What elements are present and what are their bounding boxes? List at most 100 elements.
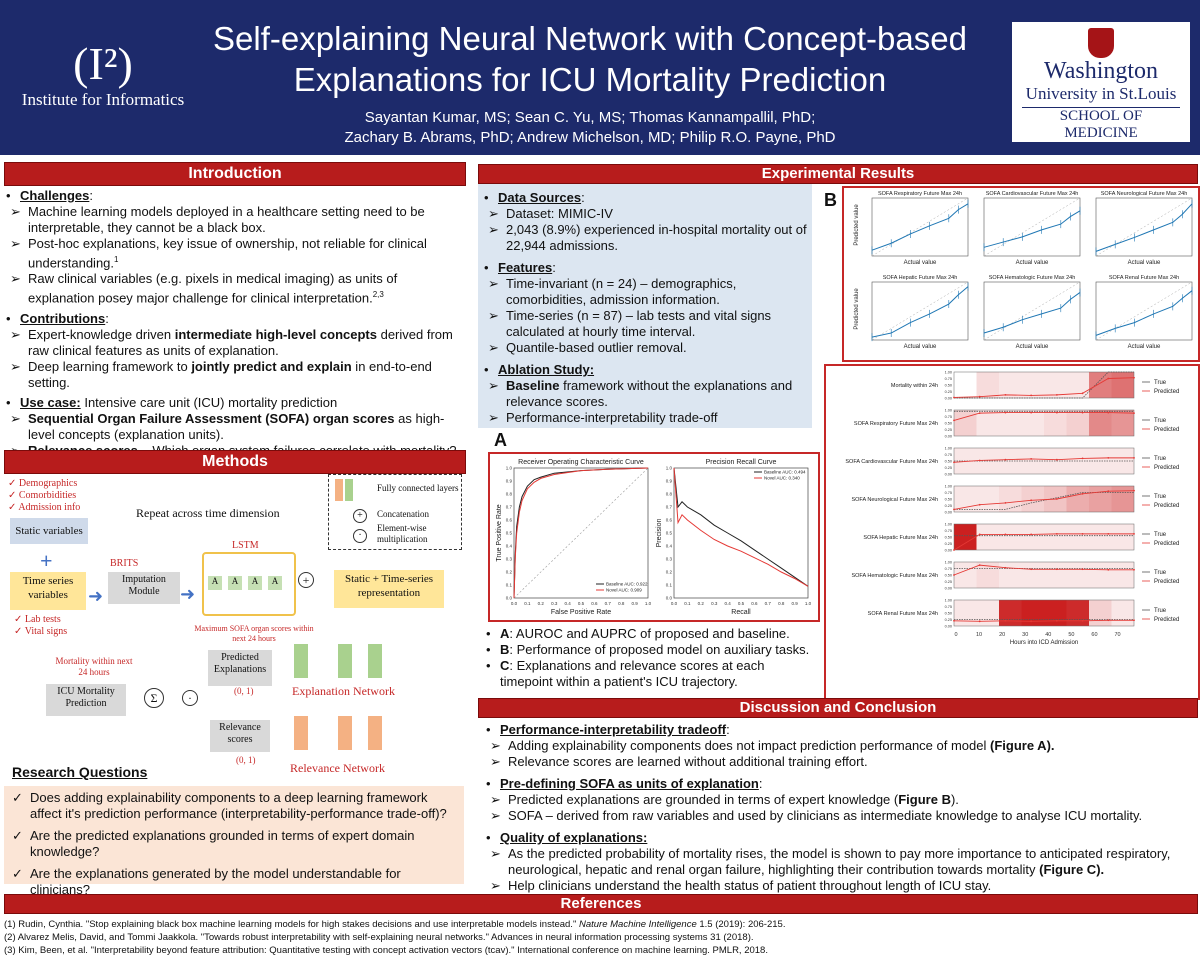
- x-tick-label: 0.8: [778, 601, 785, 606]
- x-axis-label: Actual value: [904, 344, 937, 350]
- x-tick-label: 0.7: [605, 601, 612, 606]
- x-tick-label: 50: [1068, 632, 1074, 638]
- y-tick-label: 0.0: [506, 596, 513, 601]
- expl-layer: [368, 644, 382, 678]
- chart-title: Precision Recall Curve: [706, 459, 777, 466]
- x-tick-label: 0.7: [765, 601, 772, 606]
- data-summary-box: Data Sources: Dataset: MIMIC-IV 2,043 (8…: [478, 184, 812, 428]
- x-tick-label: 0.4: [724, 601, 731, 606]
- data-2: 2,043 (8.9%) experienced in-hospital mor…: [482, 222, 808, 254]
- y-tick-label: 0.00: [945, 549, 952, 553]
- predicted-point: [1081, 532, 1084, 535]
- y-tick-label: 1.00: [945, 523, 952, 527]
- identity-line: [983, 197, 1081, 257]
- text: as high-level concepts (explanation unit…: [28, 410, 445, 442]
- x-tick-label: 0: [954, 632, 957, 638]
- concat-icon: +: [353, 509, 367, 523]
- predicted-point: [978, 620, 981, 623]
- y-tick-label: 0.75: [945, 415, 952, 419]
- predicted-point: [953, 419, 955, 422]
- introduction-heading: Introduction: [4, 162, 466, 186]
- predicted-point: [1004, 458, 1007, 461]
- contributions-item: Contributions:: [4, 311, 466, 327]
- y-tick-label: 1.00: [945, 371, 952, 375]
- y-tick-label: 1.00: [945, 447, 952, 451]
- relevance-cell: [1044, 600, 1067, 626]
- quality-1: As the predicted probability of mortalit…: [484, 846, 1184, 878]
- plot-area: [953, 409, 1135, 437]
- repeat-label: Repeat across time dimension: [136, 506, 280, 520]
- static-ts-representation: Static + Time-series representation: [334, 570, 444, 608]
- relevance-cell: [1089, 410, 1112, 436]
- admission-label: ✓ Admission info: [8, 502, 81, 513]
- text: As the predicted probability of mortalit…: [508, 846, 1171, 877]
- references-list: (1) Rudin, Cynthia. "Stop explaining bla…: [4, 918, 1194, 957]
- vital-signs-label: ✓ Vital signs: [14, 626, 68, 637]
- identity-line: [983, 281, 1081, 341]
- imputation-box: Imputation Module: [108, 572, 180, 604]
- y-tick-label: 1.00: [945, 561, 952, 565]
- usecase-label: Use case:: [20, 394, 81, 410]
- predicted-point: [1107, 377, 1110, 380]
- relevance-cell: [1021, 372, 1044, 398]
- usecase-item: Use case: Intensive care unit (ICU) mort…: [4, 395, 466, 411]
- legend-predicted: Predicted: [1154, 389, 1179, 395]
- lab-tests-label: ✓ Lab tests: [14, 614, 61, 625]
- predicted-point: [1133, 532, 1135, 535]
- text-bold: Sequential Organ Failure Assessment (SOF…: [28, 410, 395, 426]
- relevance-cell: [1066, 600, 1089, 626]
- x-axis-label: Recall: [731, 609, 751, 616]
- relevance-cell: [976, 410, 999, 436]
- legend-entry: Baseline AUC: 0.922: [606, 582, 648, 587]
- contribution-2: Deep learning framework to jointly predi…: [4, 359, 466, 391]
- y-tick-label: 0.25: [945, 428, 952, 432]
- arrow-right-icon: ➜: [88, 586, 104, 606]
- subplot-title: SOFA Renal Future Max 24h: [1109, 275, 1179, 281]
- identity-line: [871, 281, 969, 341]
- relevance-cell: [1089, 562, 1112, 588]
- relevance-cell: [1089, 524, 1112, 550]
- row-label: SOFA Respiratory Future Max 24h: [854, 421, 938, 427]
- predef-2: SOFA – derived from raw variables and us…: [484, 808, 1184, 824]
- y-tick-label: 0.25: [945, 580, 952, 584]
- rel-layer: [368, 716, 382, 750]
- predicted-point: [1133, 489, 1135, 492]
- predicted-point: [1081, 392, 1084, 395]
- y-tick-label: 0.50: [945, 536, 952, 540]
- y-tick-label: 0.5: [506, 531, 513, 536]
- text: Predicted explanations are grounded in t…: [508, 792, 899, 807]
- relevance-cell: [1111, 562, 1134, 588]
- series-line-novel: [513, 467, 649, 599]
- y-tick-label: 1.00: [945, 409, 952, 413]
- y-tick-label: 0.75: [945, 567, 952, 571]
- legend-concat: Concatenation: [377, 509, 429, 519]
- university-name: Washington: [1043, 58, 1159, 84]
- y-tick-label: 0.75: [945, 491, 952, 495]
- text: derived from raw clinical features as un…: [28, 326, 453, 358]
- y-tick-label: 0.6: [666, 518, 673, 523]
- predicted-point: [953, 461, 955, 464]
- perf-item: Performance-interpretability tradeoff:: [484, 722, 1184, 738]
- relevance-cell: [976, 486, 999, 512]
- predicted-point: [1004, 533, 1007, 536]
- contributions-label: Contributions: [20, 310, 106, 326]
- y-tick-label: 0.25: [945, 504, 952, 508]
- predicted-point: [953, 508, 955, 511]
- legend-predicted: Predicted: [1154, 579, 1179, 585]
- text: Demographics: [18, 478, 78, 489]
- challenge-3: Raw clinical variables (e.g. pixels in m…: [4, 271, 466, 306]
- relevance-cell: [1089, 372, 1112, 398]
- roc-chart: Receiver Operating Characteristic Curve0…: [496, 459, 812, 616]
- y-tick-label: 1.0: [506, 466, 513, 471]
- institute-logo-text: Institute for Informatics: [21, 90, 185, 109]
- relevance-cell: [954, 562, 977, 588]
- panel-a-label: A: [494, 430, 507, 450]
- y-tick-label: 0.50: [945, 384, 952, 388]
- y-tick-label: 0.1: [506, 583, 513, 588]
- predef-1: Predicted explanations are grounded in t…: [484, 792, 1184, 808]
- predicted-line: [953, 412, 1135, 421]
- max-sofa-label: Maximum SOFA organ scores within next 24…: [194, 624, 314, 643]
- caption-c: C: Explanations and relevance scores at …: [484, 658, 818, 690]
